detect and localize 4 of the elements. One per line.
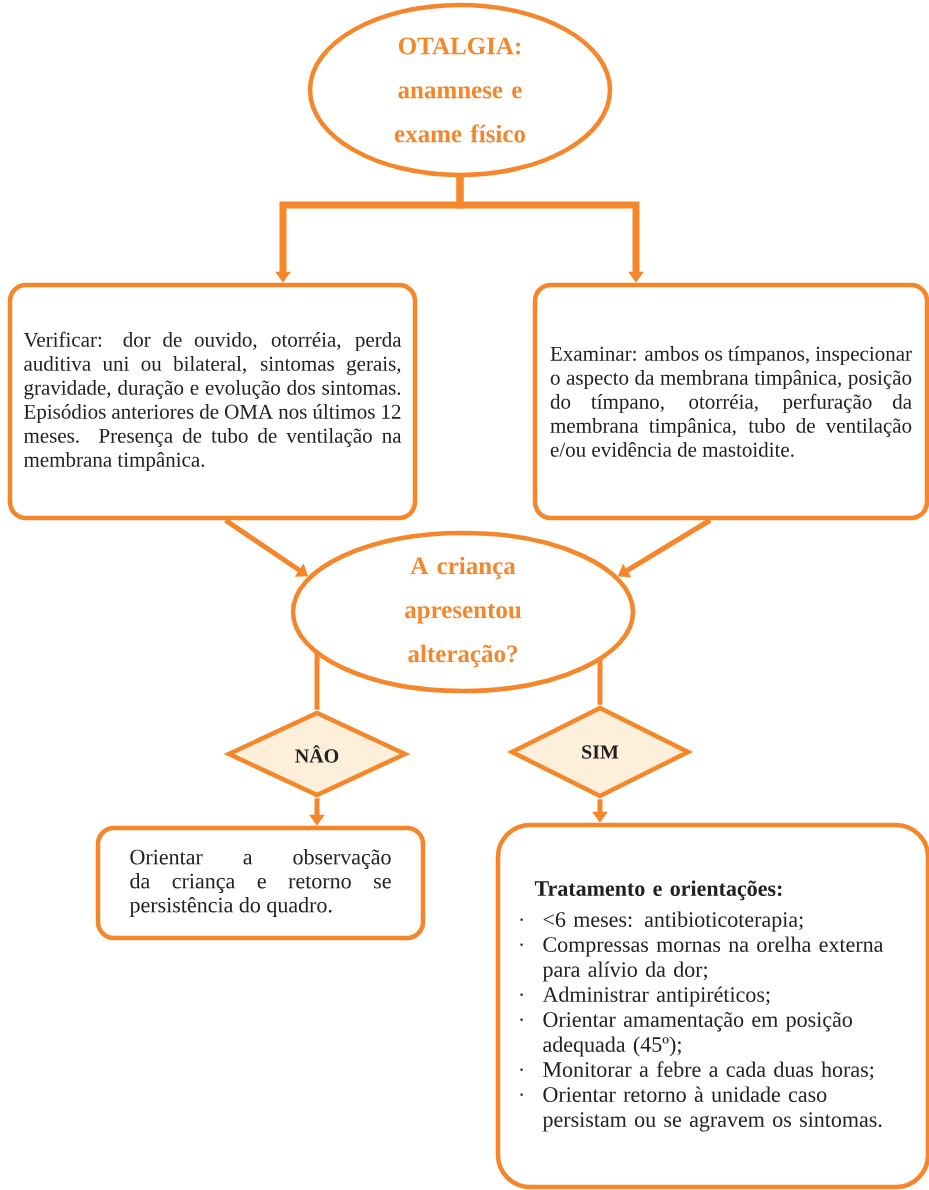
process-box: Tratamento e orientações: <6 meses: antibioticoterapia; Compressas mornas na orelha externa para alívio da dor; Administrar antipiréticos; Orientar amamentação em posição adequada (45º); Monitorar a febre a cada duas horas; Orientar retorno à unidade caso persistam ou se agravem os sintomas.: [495, 822, 929, 1190]
process-box: Verificar: dor de ouvido, otorréia, perda auditiva uni ou bilateral, sintomas gerais, gravidade, duração e evolução dos sintomas. Episódios anteriores de OMA nos últimos 12 meses. Presença de tubo de ventilação na membrana timpânica.: [7, 282, 418, 521]
process-box: Orientar a observação da criança e retorno se persistência do quadro.: [95, 825, 426, 941]
process-box: Examinar: ambos os tímpanos, inspecionar o aspecto da membrana timpânica, posição do tímpano, otorréia, perfuração da membrana timpânica, tubo de ventilação e/ou evidência de mastoidite.: [532, 282, 929, 521]
